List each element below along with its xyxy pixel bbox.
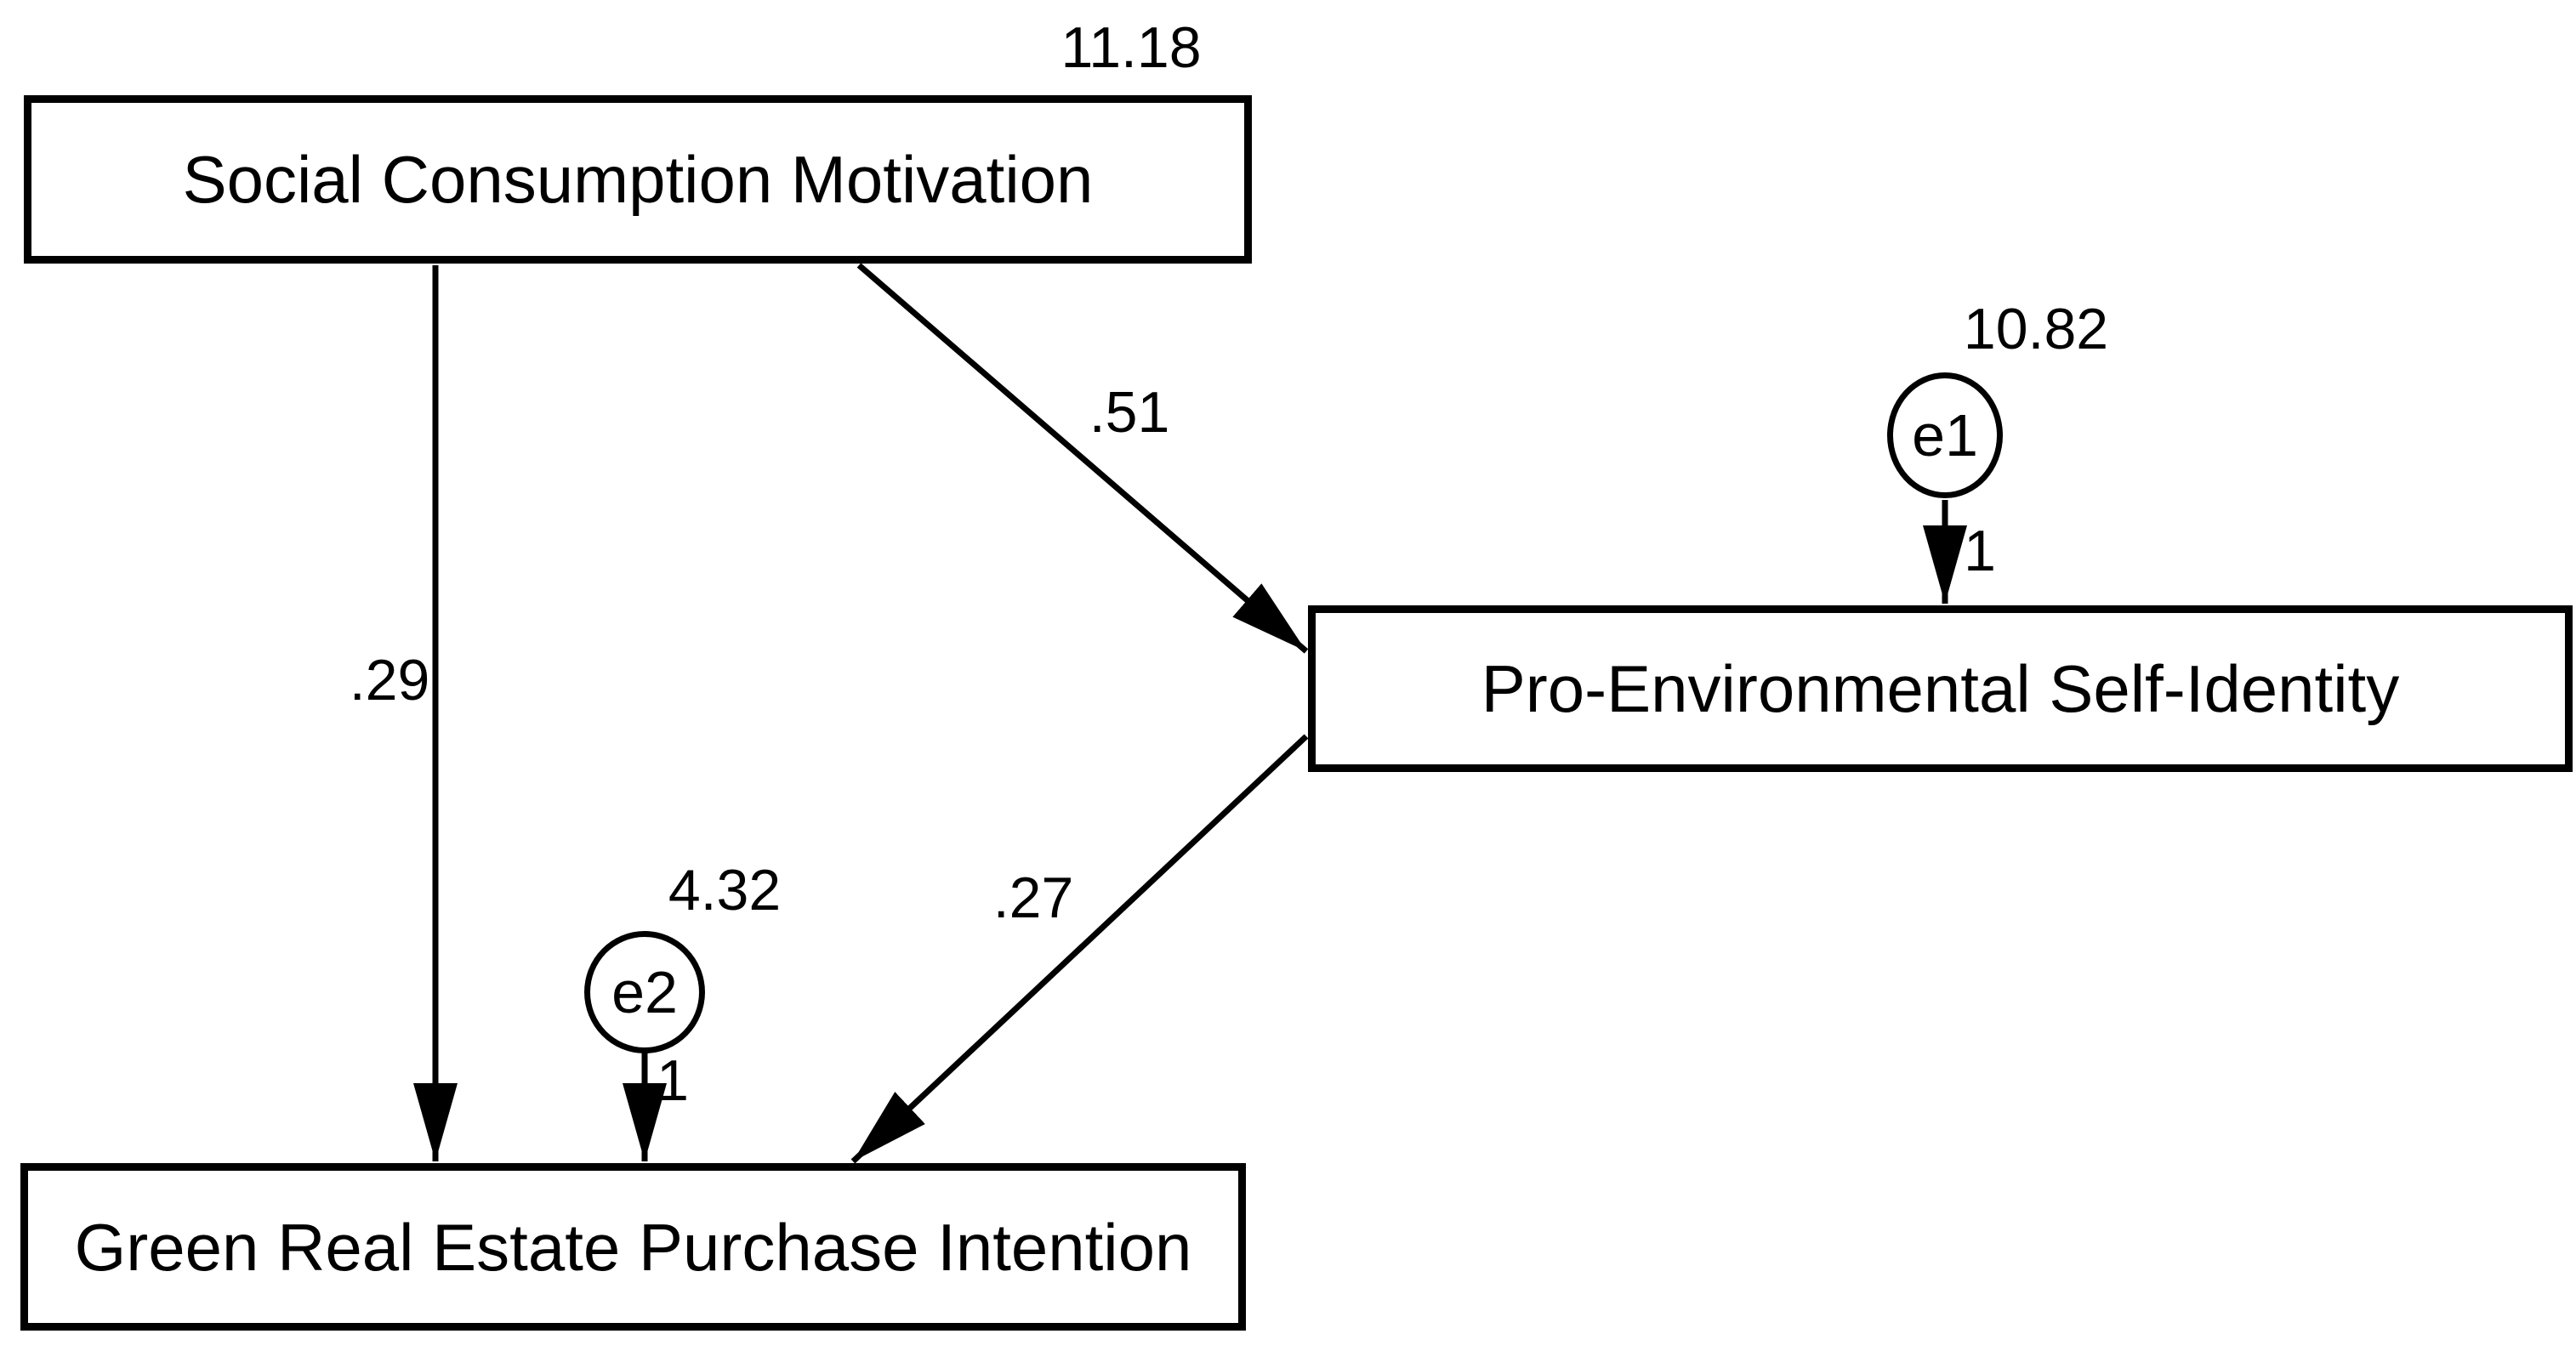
node-label-social-consumption-motivation: Social Consumption Motivation [182,142,1094,217]
node-label-green-real-estate-purchase-intention: Green Real Estate Purchase Intention [74,1209,1192,1285]
node-green-real-estate-purchase-intention: Green Real Estate Purchase Intention [20,1163,1246,1331]
variance-value-scm: 11.18 [1061,15,1202,80]
error-label-e2: e2 [611,959,678,1025]
arrow-pes-to-gre [850,734,1309,1164]
variance-value-e1: 10.82 [1963,297,2109,361]
path-coefficient-scm-to-gre: .29 [349,648,430,712]
node-social-consumption-motivation: Social Consumption Motivation [24,95,1252,264]
path-coefficient-pes-to-gre: .27 [992,866,1074,930]
error-term-e1: e1 [1887,372,2003,498]
variance-value-e2: 4.32 [668,858,782,922]
loading-value-e1: 1 [1964,519,1996,583]
error-label-e1: e1 [1912,402,1978,468]
arrow-scm-to-pes [856,263,1309,654]
node-label-pro-environmental-self-identity: Pro-Environmental Self-Identity [1481,651,2400,726]
path-coefficient-scm-to-pes: .51 [1089,380,1170,445]
loading-value-e2: 1 [657,1048,689,1113]
error-term-e2: e2 [584,931,705,1053]
node-pro-environmental-self-identity: Pro-Environmental Self-Identity [1308,605,2573,772]
